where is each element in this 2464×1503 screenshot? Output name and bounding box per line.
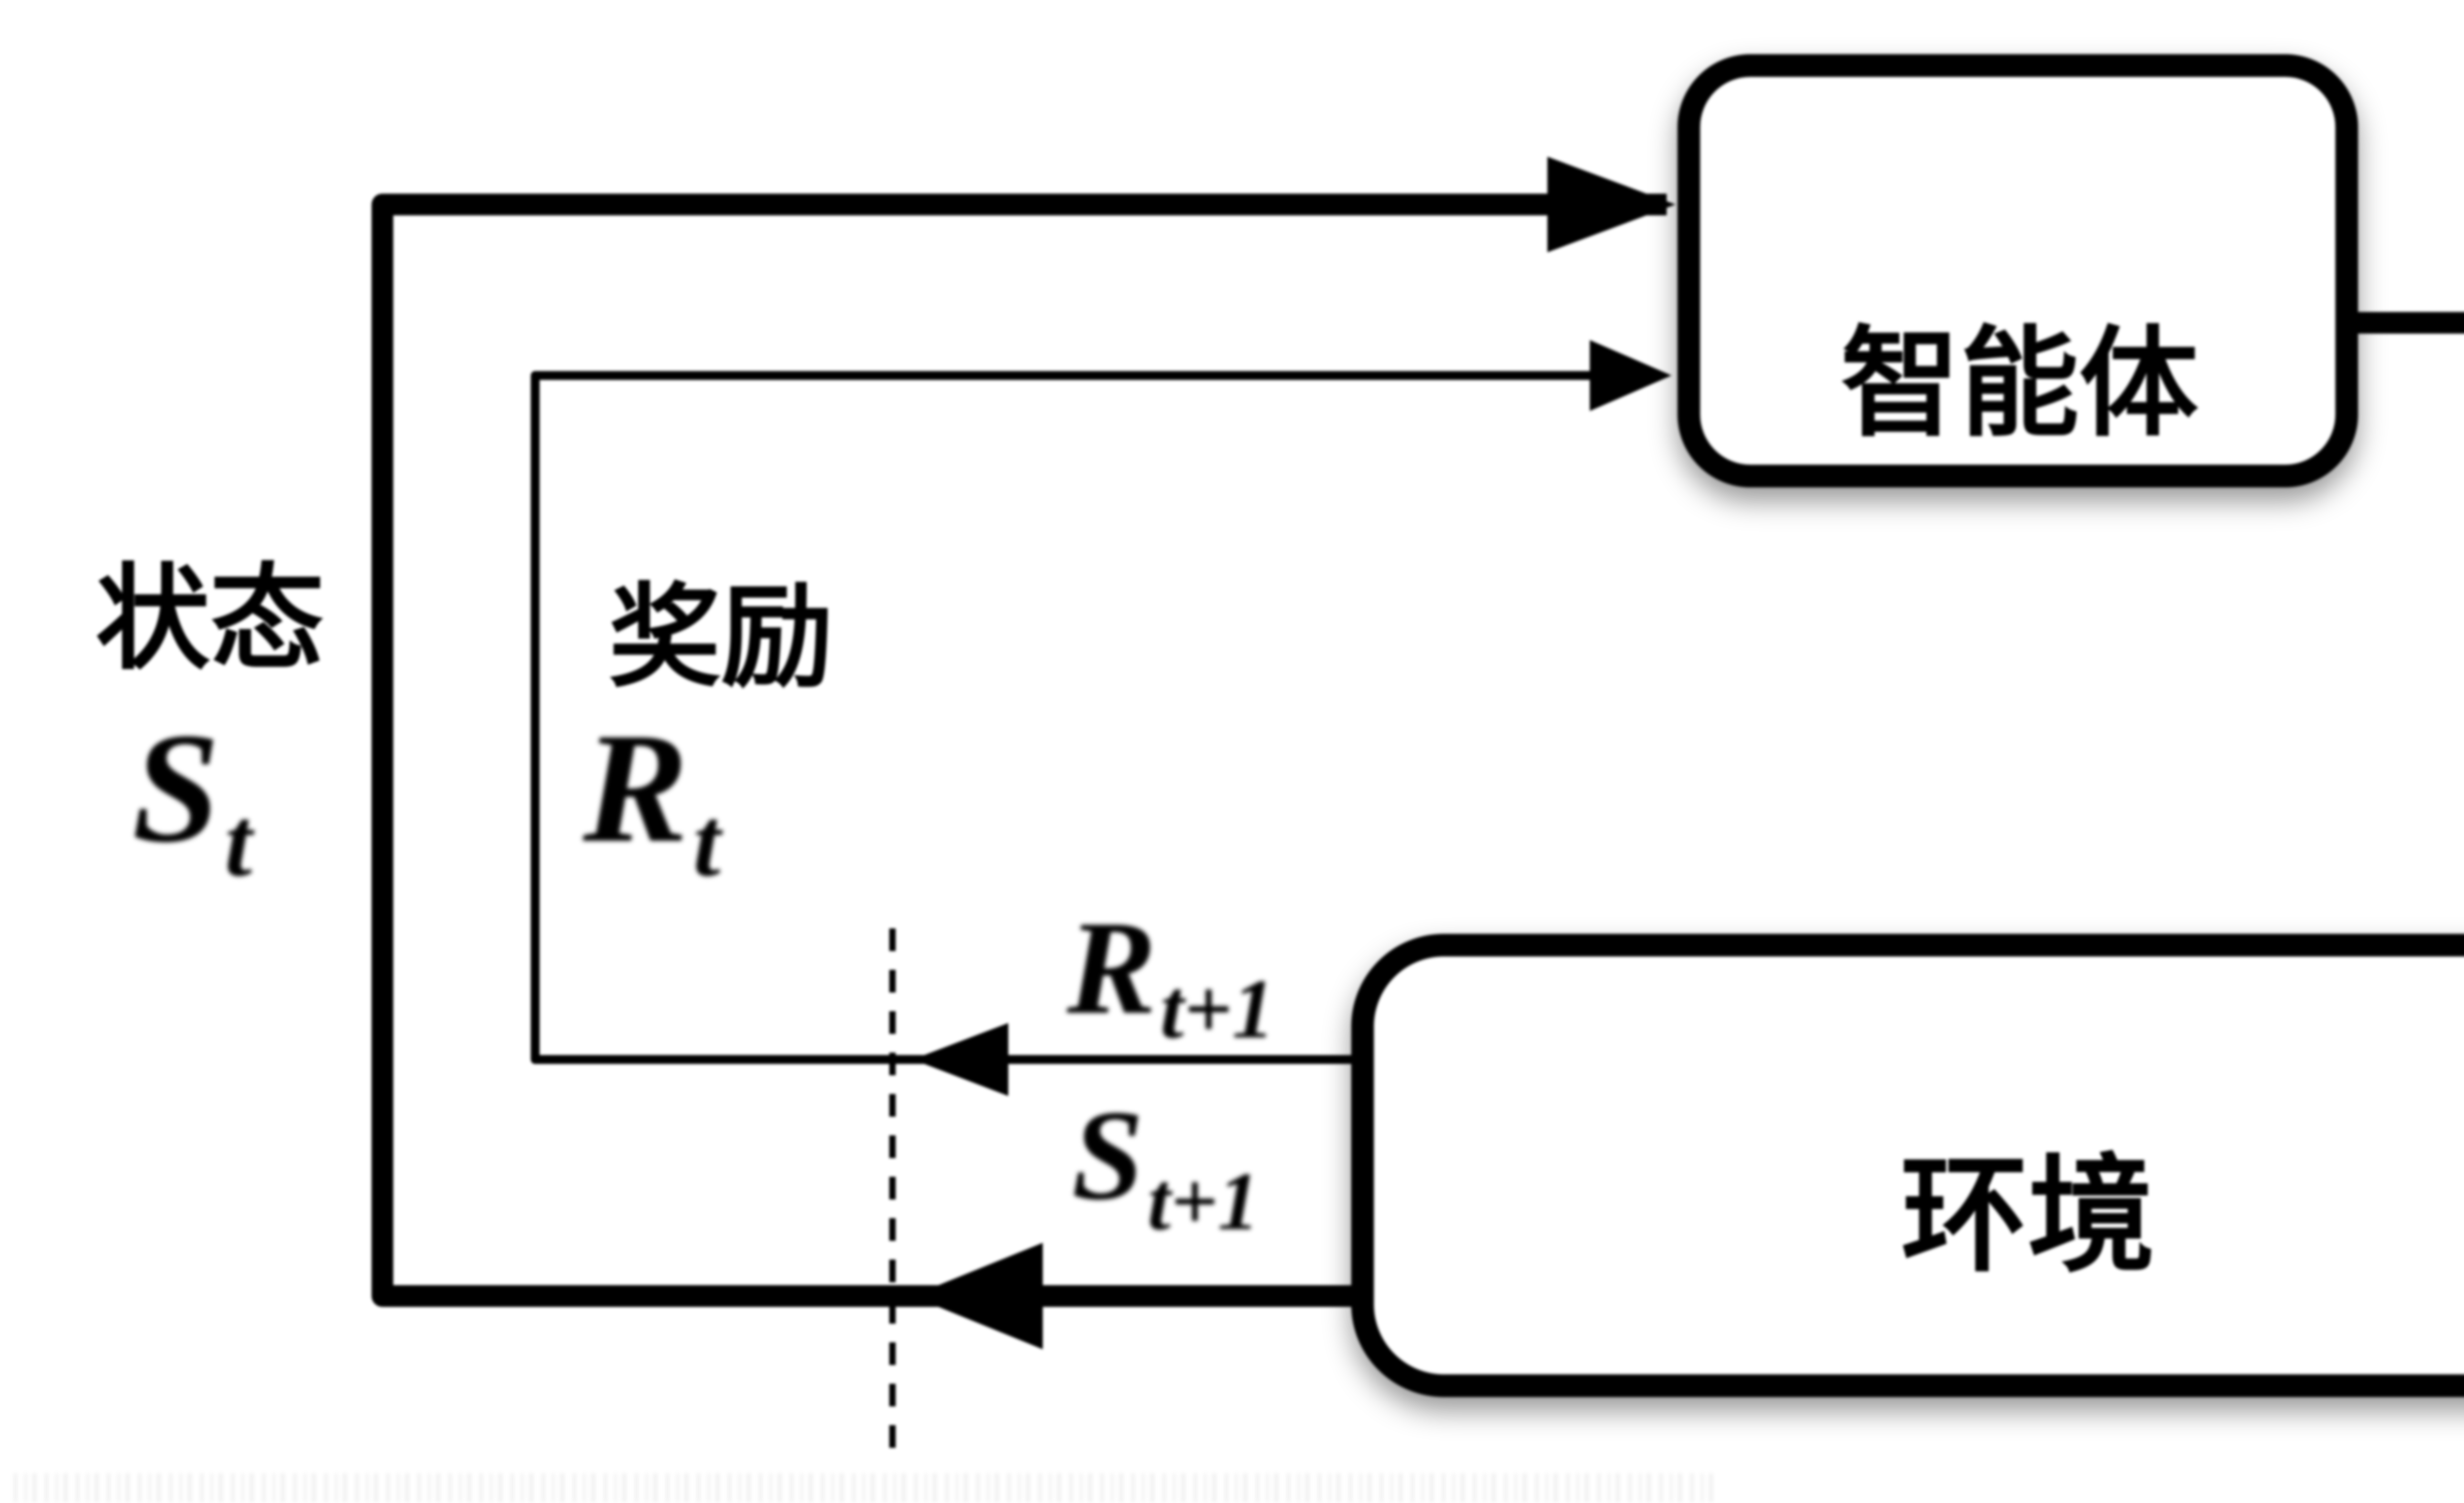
state-loop-line	[372, 194, 1667, 1307]
next-state-symbol-main: S	[1072, 1084, 1144, 1227]
agent-box	[1677, 54, 2358, 487]
next-reward-arrowhead-icon	[913, 1023, 1008, 1096]
next-reward-symbol-subscript: t+1	[1160, 962, 1274, 1056]
reward-symbol-subscript: t	[693, 788, 723, 897]
reward-caption: 奖励	[609, 577, 833, 701]
reward-arrowhead-into-agent-icon	[1590, 340, 1672, 411]
state-symbol-main: S	[132, 701, 220, 875]
next-state-arrowhead-icon	[912, 1243, 1043, 1349]
agent-box-label: 智能体	[1841, 319, 2198, 451]
reward-symbol: Rt	[581, 701, 723, 897]
state-caption: 状态	[96, 557, 324, 683]
next-reward-symbol: Rt+1	[1065, 893, 1274, 1056]
environment-box-label: 环境	[1901, 1146, 2155, 1287]
next-state-symbol: St+1	[1072, 1084, 1259, 1247]
state-symbol-subscript: t	[225, 788, 255, 897]
cut-off-caption-remnant	[14, 1473, 1714, 1502]
next-state-symbol-subscript: t+1	[1148, 1156, 1259, 1247]
state-arrowhead-into-agent-icon	[1547, 157, 1676, 252]
reward-symbol-main: R	[581, 701, 688, 875]
state-symbol: St	[132, 701, 255, 897]
next-reward-symbol-main: R	[1065, 893, 1157, 1042]
environment-box	[1351, 934, 2464, 1397]
